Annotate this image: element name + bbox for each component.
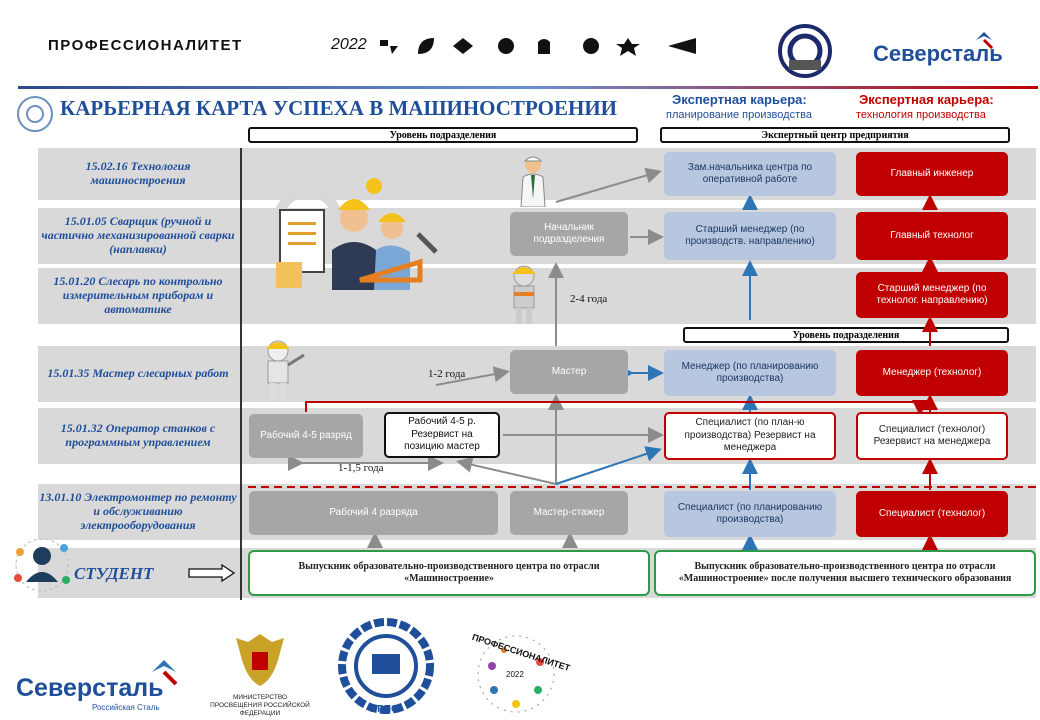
- box-manager-tech: Менеджер (технолог): [856, 350, 1008, 396]
- severstal-mark-icon: [976, 32, 994, 50]
- footer-severstal-mark-icon: [152, 660, 178, 686]
- box-senior-manager-tech: Старший менеджер (по технолог. направлен…: [856, 272, 1008, 318]
- row-label: 15.01.05 Сварщик (ручной и частично меха…: [41, 214, 235, 256]
- box-specialist-planning-reserve: Специалист (по план-ю производства) Резе…: [664, 412, 836, 460]
- career-planning-subtitle: планирование производства: [666, 109, 812, 121]
- header-expert-center: Экспертный центр предприятия: [660, 127, 1010, 143]
- box-chief-engineer: Главный инженер: [856, 152, 1008, 196]
- box-worker-4: Рабочий 4 разряда: [249, 491, 498, 535]
- footer-ministry: МИНИСТЕРСТВО ПРОСВЕЩЕНИЯ РОССИЙСКОЙ ФЕДЕ…: [210, 694, 310, 717]
- professionalitet-logo-icon: [477, 635, 555, 713]
- box-specialist-tech: Специалист (технолог): [856, 491, 1008, 537]
- robot-worker-icon: [512, 265, 536, 324]
- box-graduate-center: Выпускник образовательно-производственно…: [248, 550, 650, 596]
- row-label: 15.01.35 Мастер слесарных работ: [47, 366, 229, 381]
- student-icon: [14, 538, 70, 592]
- student-arrow-icon: [188, 564, 236, 582]
- box-master-trainee: Мастер-стажер: [510, 491, 628, 535]
- header-year: 2022: [331, 36, 367, 53]
- box-manager-planning: Менеджер (по планированию производства): [664, 350, 836, 396]
- engineer-phone-icon: [520, 156, 546, 207]
- box-specialist-tech-reserve: Специалист (технолог) Резервист на менед…: [856, 412, 1008, 460]
- row-label: 15.01.32 Оператор станков с программным …: [60, 421, 216, 449]
- severstal-header-logo: Северсталь: [873, 41, 1003, 66]
- coat-of-arms-icon: [236, 634, 284, 686]
- career-planning-title: Экспертная карьера:: [672, 92, 807, 107]
- engineers-illustration-icon: [273, 178, 438, 290]
- brand-shapes-icon: [380, 38, 696, 56]
- footer-irpo: ИРПО: [370, 704, 399, 715]
- row-label: 13.01.10 Электромонтер по ремонту и обсл…: [39, 490, 237, 532]
- vertical-divider: [240, 148, 242, 600]
- header-unit-level: Уровень подразделения: [248, 127, 638, 143]
- row-label: 15.01.20 Слесарь по контрольно измерител…: [53, 274, 223, 316]
- irpo-logo-icon: [338, 618, 434, 714]
- box-unit-head: Начальник подразделения: [510, 212, 628, 256]
- footer-severstal-logo: Северсталь: [16, 674, 164, 702]
- box-chief-technologist: Главный технолог: [856, 212, 1008, 260]
- header-divider: [18, 86, 1038, 89]
- footer-prof-year: 2022: [506, 670, 524, 679]
- box-worker-reserve-master: Рабочий 4-5 р. Резервист на позицию маст…: [384, 412, 500, 458]
- footer-severstal-subtitle: Российская Сталь: [92, 703, 160, 712]
- career-tech-title: Экспертная карьера:: [859, 92, 994, 107]
- career-tech-subtitle: технология производства: [856, 109, 986, 121]
- duration-1-2: 1-2 года: [428, 368, 466, 380]
- duration-2-4: 2-4 года: [570, 293, 608, 305]
- header-brand: ПРОФЕССИОНАЛИТЕТ: [48, 37, 243, 54]
- row-label: 15.02.16 Технология машиностроения: [85, 159, 191, 187]
- box-deputy-head: Зам.начальника центра по оперативной раб…: [664, 152, 836, 196]
- college-logo-icon: [778, 24, 832, 78]
- box-master: Мастер: [510, 350, 628, 394]
- box-specialist-planning: Специалист (по планированию производства…: [664, 491, 836, 537]
- box-worker-4-5: Рабочий 4-5 разряд: [249, 414, 363, 458]
- box-graduate-higher-education: Выпускник образовательно-производственно…: [654, 550, 1036, 596]
- page-title: КАРЬЕРНАЯ КАРТА УСПЕХА В МАШИНОСТРОЕНИИ: [60, 96, 617, 120]
- gear-head-icon: [17, 96, 53, 132]
- student-label: СТУДЕНТ: [74, 564, 154, 583]
- robot-tools-icon: [266, 340, 305, 401]
- box-senior-manager-prod: Старший менеджер (по производств. направ…: [664, 212, 836, 260]
